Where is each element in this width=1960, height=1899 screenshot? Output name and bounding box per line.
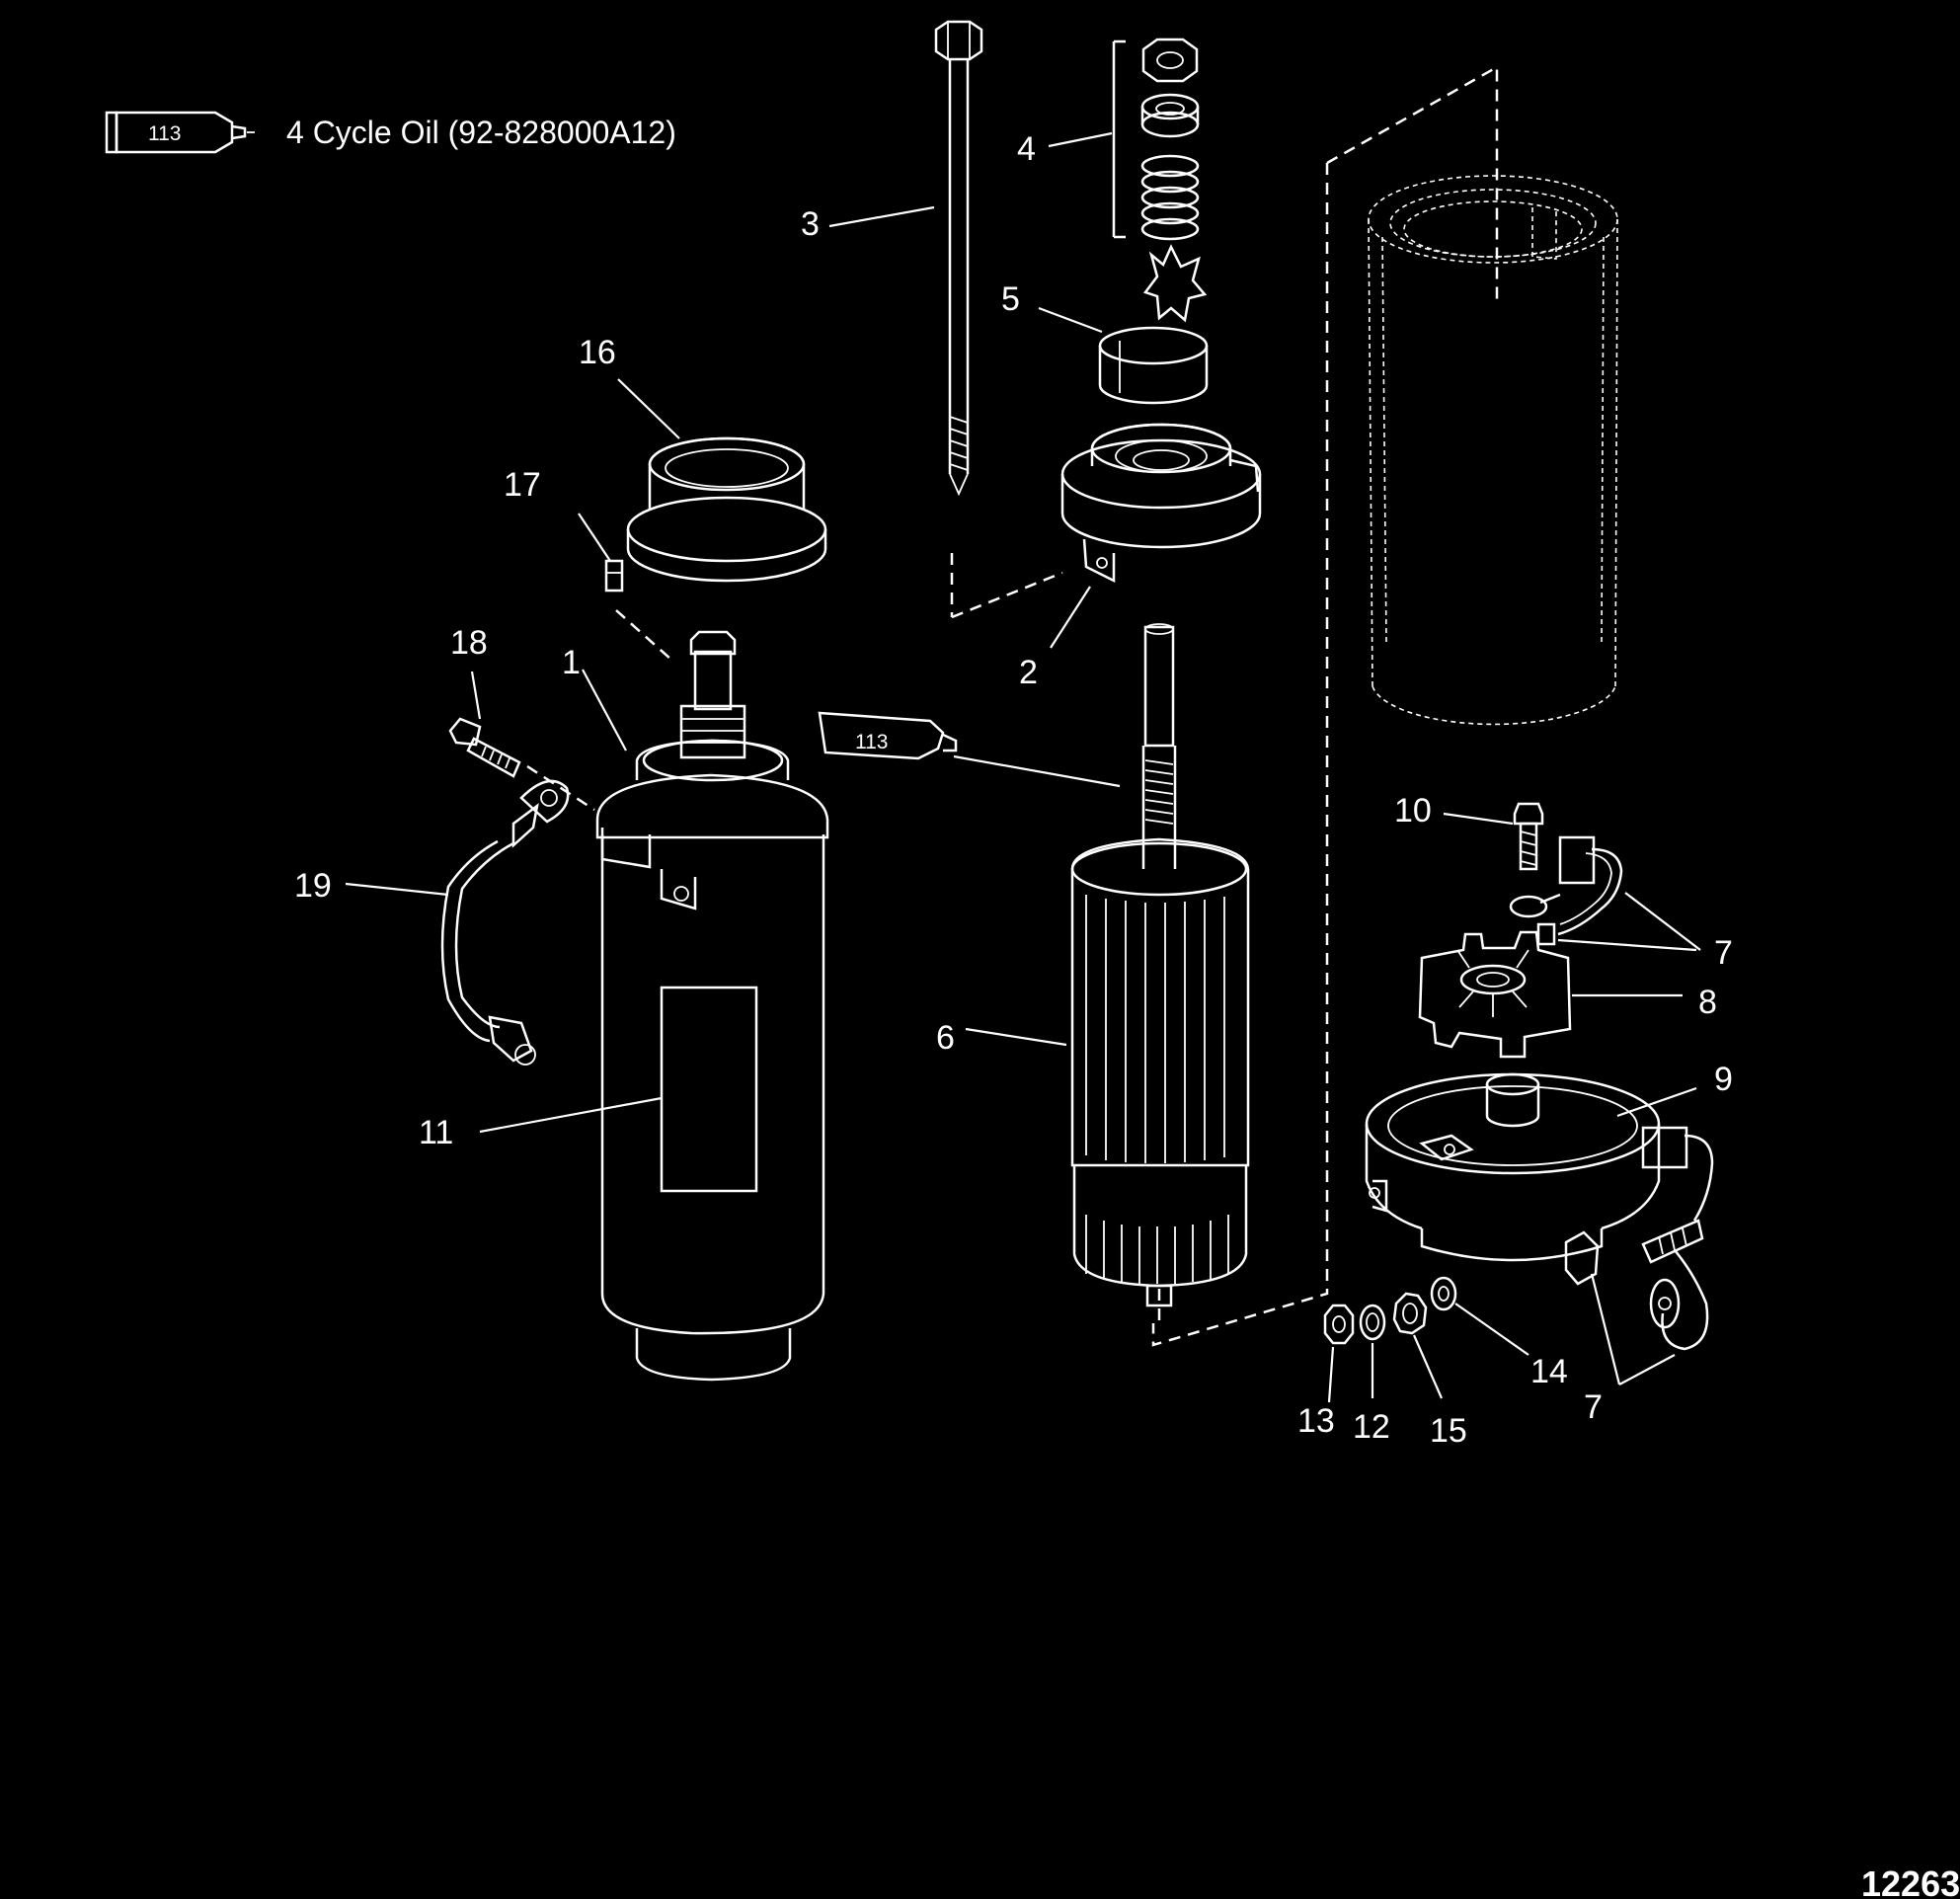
legend-tube-label: 113 [148,122,181,145]
callout-14: 14 [1530,1353,1568,1390]
commutator-end-cap [1365,1072,1661,1262]
callout-2: 2 [1019,654,1038,691]
callout-10: 10 [1394,792,1432,830]
callout-6: 6 [936,1019,955,1057]
callout-5: 5 [1001,280,1020,318]
brush-screw [1513,802,1544,871]
drive-end-head [1060,423,1262,584]
assembly-center-lines [526,64,1499,1347]
callout-15: 15 [1430,1412,1467,1450]
drive-pinion [1098,244,1209,405]
callout-4: 4 [1017,130,1036,168]
callout-1: 1 [562,644,581,681]
frame-sleeve [1368,175,1618,726]
nut-washer-spring-set [1112,38,1200,241]
callout-numbers: 1 2 3 4 5 6 7 7 8 9 10 11 12 13 14 15 16… [294,130,1733,1450]
legend-text: 4 Cycle Oil (92-828000A12) [286,115,676,150]
armature [1070,623,1250,1307]
battery-cable [440,779,570,1066]
drive-cap [626,436,827,583]
callout-8: 8 [1698,984,1717,1021]
starter-motor-assembly [595,630,829,1382]
callout-3: 3 [801,205,820,243]
brush-plate [1418,930,1572,1059]
callout-7-upper: 7 [1714,934,1733,972]
legend: 113 4 Cycle Oil (92-828000A12) [105,111,676,154]
callout-7-lower: 7 [1584,1388,1603,1426]
lubricant-tube-icon: 113 [818,711,958,760]
lube-tube-label: 113 [855,731,888,753]
callout-18: 18 [450,624,488,662]
callout-9: 9 [1714,1061,1733,1098]
terminal-screw [448,717,521,778]
brush-with-lead-lower [1564,1126,1714,1351]
through-bolt [934,20,983,497]
lubricant-tube-icon: 113 [105,111,255,154]
retaining-clip [604,559,624,593]
callout-19: 19 [294,867,332,905]
callout-11: 11 [419,1114,453,1151]
callout-13: 13 [1297,1402,1335,1440]
figure-number: 12263 [1861,1863,1960,1899]
callout-17: 17 [504,466,541,504]
callout-16: 16 [579,334,616,371]
leader-lines [345,131,1701,1403]
callout-12: 12 [1353,1408,1390,1446]
brush-with-lead-upper [1509,835,1623,946]
terminal-hardware [1323,1276,1457,1345]
